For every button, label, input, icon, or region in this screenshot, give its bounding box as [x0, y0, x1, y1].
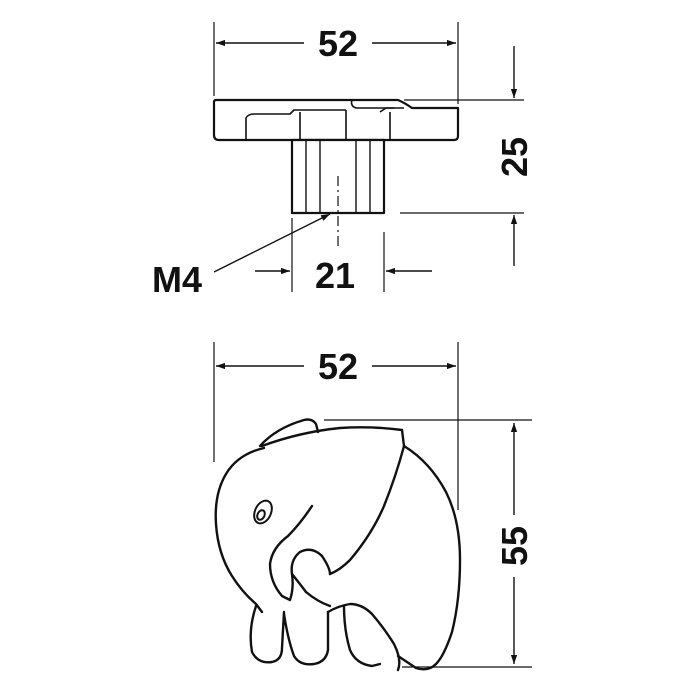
dimension-height-top: 25 [494, 46, 535, 266]
elephant-eye [253, 499, 273, 525]
extension-lines-top [213, 22, 524, 292]
width-label-top: 52 [318, 23, 358, 64]
elephant-outline [214, 418, 462, 672]
dimension-width-bottom: 52 [216, 346, 456, 387]
shaft-label: 21 [315, 255, 355, 296]
width-label-bottom: 52 [318, 346, 358, 387]
thread-label: M4 [152, 259, 202, 300]
extension-lines-bottom [213, 342, 532, 668]
thread-callout: M4 [152, 213, 331, 300]
dimension-width-top: 52 [216, 23, 456, 64]
height-label-top: 25 [494, 137, 535, 177]
dimension-height-bottom: 55 [494, 423, 535, 664]
dimension-shaft: 21 [255, 255, 432, 296]
knob-profile [212, 98, 460, 215]
height-label-bottom: 55 [494, 526, 535, 566]
